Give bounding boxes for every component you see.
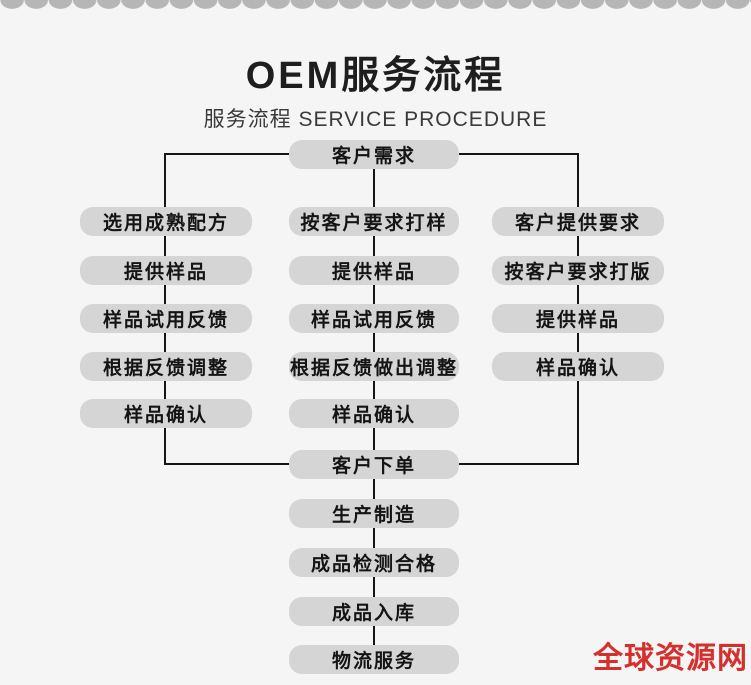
torn-paper-edge — [0, 0, 751, 12]
flow-step: 生产制造 — [289, 499, 459, 528]
page-title: OEM服务流程 — [245, 55, 506, 97]
flow-step: 根据反馈调整 — [80, 352, 252, 381]
flow-step: 成品检测合格 — [289, 548, 459, 577]
flow-step: 样品试用反馈 — [80, 304, 252, 333]
flow-step: 按客户要求打样 — [289, 207, 459, 236]
flow-step: 客户提供要求 — [492, 207, 664, 236]
flow-step: 物流服务 — [289, 645, 459, 674]
page-subtitle: 服务流程 SERVICE PROCEDURE — [203, 108, 548, 131]
flow-step: 成品入库 — [289, 597, 459, 626]
flow-step: 根据反馈做出调整 — [289, 352, 459, 381]
flow-step: 客户下单 — [289, 450, 459, 479]
site-watermark: 全球资源网 — [593, 642, 748, 675]
flow-step: 按客户要求打版 — [492, 256, 664, 285]
flow-step: 选用成熟配方 — [80, 207, 252, 236]
flow-step: 样品确认 — [289, 399, 459, 428]
flow-step: 样品确认 — [492, 352, 664, 381]
flow-step: 样品确认 — [80, 399, 252, 428]
flow-step-start: 客户需求 — [289, 140, 459, 169]
flow-step: 提供样品 — [80, 256, 252, 285]
flow-step: 提供样品 — [289, 256, 459, 285]
flow-step: 样品试用反馈 — [289, 304, 459, 333]
flow-step: 提供样品 — [492, 304, 664, 333]
